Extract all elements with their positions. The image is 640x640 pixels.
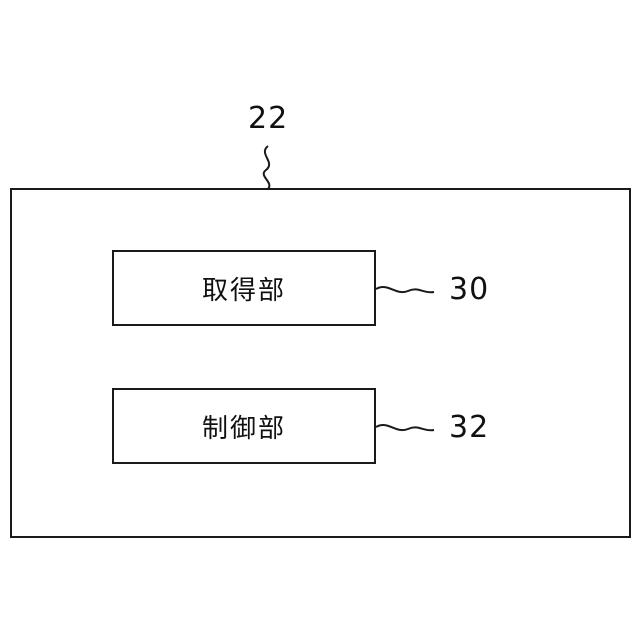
control-unit-label: 制御部 (202, 408, 286, 445)
ref-label-control-unit: 32 (449, 413, 489, 443)
leader-line-32 (376, 425, 434, 430)
control-unit-block: 制御部 (112, 388, 376, 464)
device-box-outline (11, 189, 630, 537)
leader-line-22 (264, 146, 270, 189)
acquisition-unit-label: 取得部 (202, 270, 286, 307)
acquisition-unit-block: 取得部 (112, 250, 376, 326)
ref-label-container: 22 (248, 104, 288, 134)
ref-label-acquisition-unit: 30 (449, 275, 489, 305)
leader-line-30 (376, 287, 434, 292)
